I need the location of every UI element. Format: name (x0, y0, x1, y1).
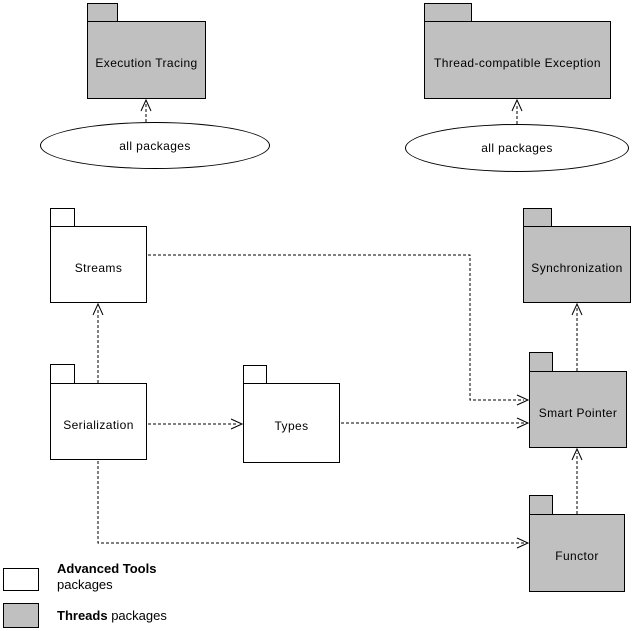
package-types: Types (243, 365, 340, 463)
ellipse-all-packages-left: all packages (40, 122, 270, 169)
ellipse-label: all packages (481, 141, 553, 155)
package-execution-tracing: Execution Tracing (87, 3, 206, 99)
package-synchronization: Synchronization (523, 208, 631, 303)
dependency-all-packages-to-thread-compatible-exception (511, 98, 523, 124)
package-label: Streams (74, 260, 123, 275)
dependency-streams-to-smart-pointer (148, 254, 530, 406)
ellipse-label: all packages (119, 138, 191, 153)
package-body: Smart Pointer (529, 371, 627, 448)
package-body: Streams (50, 226, 147, 303)
package-label: Execution Tracing (95, 56, 198, 70)
legend-threads-suffix: packages (111, 608, 167, 623)
dependency-serialization-to-streams (92, 302, 104, 383)
package-label: Synchronization (531, 260, 623, 275)
package-body: Functor (529, 514, 625, 592)
dependency-all-packages-to-execution-tracing (140, 98, 152, 122)
package-label: Functor (555, 549, 599, 563)
dependency-serialization-to-functor (97, 461, 530, 549)
package-functor: Functor (529, 495, 625, 592)
package-body: Types (243, 383, 340, 463)
legend-entry-threads: Threads packages (57, 608, 167, 624)
legend-swatch-advanced-tools (3, 568, 39, 591)
package-body: Execution Tracing (87, 21, 206, 99)
package-body: Thread-compatible Exception (424, 21, 611, 99)
dependency-smart-pointer-to-synchronization (571, 302, 583, 371)
package-body: Synchronization (523, 226, 631, 303)
legend-advanced-tools-name: Advanced Tools (57, 561, 157, 576)
package-serialization: Serialization (50, 364, 147, 460)
ellipse-all-packages-right: all packages (405, 124, 629, 172)
package-body: Serialization (50, 383, 147, 460)
legend-advanced-tools-suffix: packages (57, 577, 113, 592)
package-label: Thread-compatible Exception (434, 56, 601, 70)
package-thread-compatible-exception: Thread-compatible Exception (424, 3, 611, 99)
legend-entry-advanced-tools: Advanced Tools packages (57, 561, 156, 593)
legend-threads-name: Threads (57, 608, 108, 623)
dependency-functor-to-smart-pointer (571, 447, 583, 514)
package-smart-pointer: Smart Pointer (529, 352, 627, 448)
legend-swatch-threads (3, 603, 39, 628)
dependency-types-to-smart-pointer (341, 417, 530, 429)
package-label: Types (274, 419, 309, 433)
package-streams: Streams (50, 208, 147, 303)
dependency-serialization-to-types (148, 418, 244, 430)
package-label: Serialization (63, 417, 134, 432)
package-label: Smart Pointer (538, 405, 618, 420)
